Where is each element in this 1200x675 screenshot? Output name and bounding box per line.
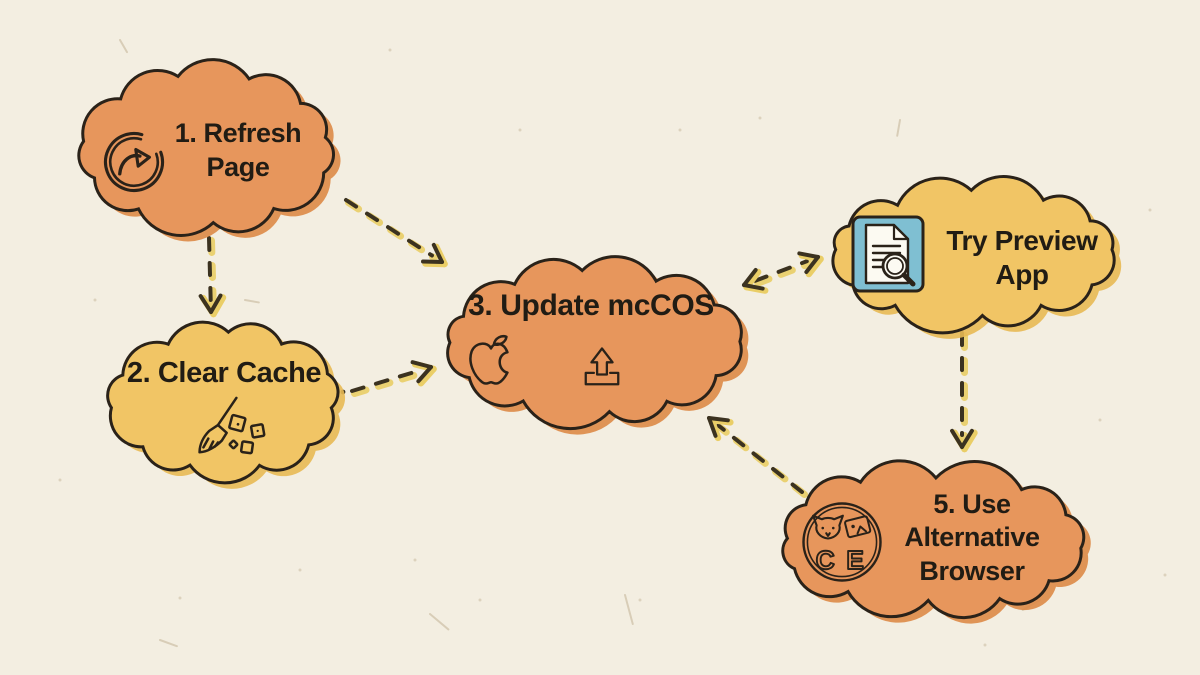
refresh-icon [103, 131, 165, 193]
paper-fleck [638, 598, 642, 602]
node-label-line: Browser [919, 555, 1025, 586]
paper-fleck [58, 478, 62, 482]
node-label: 3. Update mcCOS [434, 288, 748, 324]
paper-fiber [624, 594, 634, 625]
paper-fleck [678, 128, 682, 132]
arrow-refresh-page-to-clear-cache [198, 236, 227, 318]
cloud-node-clear-cache: 2. Clear Cache [102, 320, 346, 489]
node-label-line: 5. Use [933, 489, 1011, 519]
broom-sweep-icon [198, 396, 266, 455]
paper-fleck [413, 558, 417, 562]
node-label: 1. Refresh Page [146, 117, 330, 185]
paper-fleck [983, 643, 987, 647]
paper-fiber [429, 613, 450, 631]
cloud-node-try-preview-app: Try Preview App [820, 175, 1122, 339]
node-content: 1. Refresh Page [72, 62, 344, 234]
paper-fleck [478, 598, 482, 602]
paper-fiber [896, 119, 901, 137]
paper-fleck [1098, 418, 1102, 422]
upload-icon [584, 347, 620, 386]
document-magnifier-icon [851, 215, 925, 293]
node-label: 5. Use Alternative Browser [878, 488, 1066, 588]
cloud-node-use-alternative-browser: C E 5. Use Alternative Browser [768, 459, 1092, 624]
node-content: C E 5. Use Alternative Browser [768, 462, 1092, 616]
node-label: Try Preview App [926, 224, 1118, 292]
svg-text:E: E [846, 545, 864, 575]
alternative-browsers-icon: C E [802, 502, 882, 582]
paper-fleck [298, 568, 302, 572]
cloud-shape [77, 58, 341, 242]
paper-fiber [244, 299, 260, 304]
paper-fleck [388, 48, 392, 52]
svg-text:C: C [816, 545, 835, 575]
node-content: 2. Clear Cache [102, 320, 346, 484]
node-label-line: Alternative [904, 522, 1040, 553]
paper-fleck [93, 298, 97, 302]
paper-fleck [1163, 573, 1167, 577]
paper-fleck [518, 128, 522, 132]
node-label-line: Try Preview [946, 225, 1098, 256]
apple-icon [469, 335, 509, 385]
paper-fiber [159, 639, 178, 648]
node-label-line: Page [206, 151, 270, 182]
paper-fleck [758, 116, 762, 120]
cloud-node-refresh-page: 1. Refresh Page [72, 58, 344, 242]
cloud-node-update-mccos: 3. Update mcCOS [434, 255, 749, 435]
paper-fleck [178, 596, 182, 600]
arrow-try-preview-app-to-use-alternative-browser [950, 331, 978, 453]
node-content: 3. Update mcCOS [434, 260, 748, 426]
node-label: 2. Clear Cache [102, 356, 346, 391]
paper-fleck [1148, 208, 1152, 212]
cloud-shape [781, 459, 1091, 624]
node-label-line: 3. Update mcCOS [468, 289, 714, 322]
node-label-line: 1. Refresh [174, 118, 302, 148]
node-label-line: App [995, 259, 1049, 291]
node-content: Try Preview App [820, 180, 1122, 326]
node-label-line: 2. Clear Cache [126, 357, 322, 389]
